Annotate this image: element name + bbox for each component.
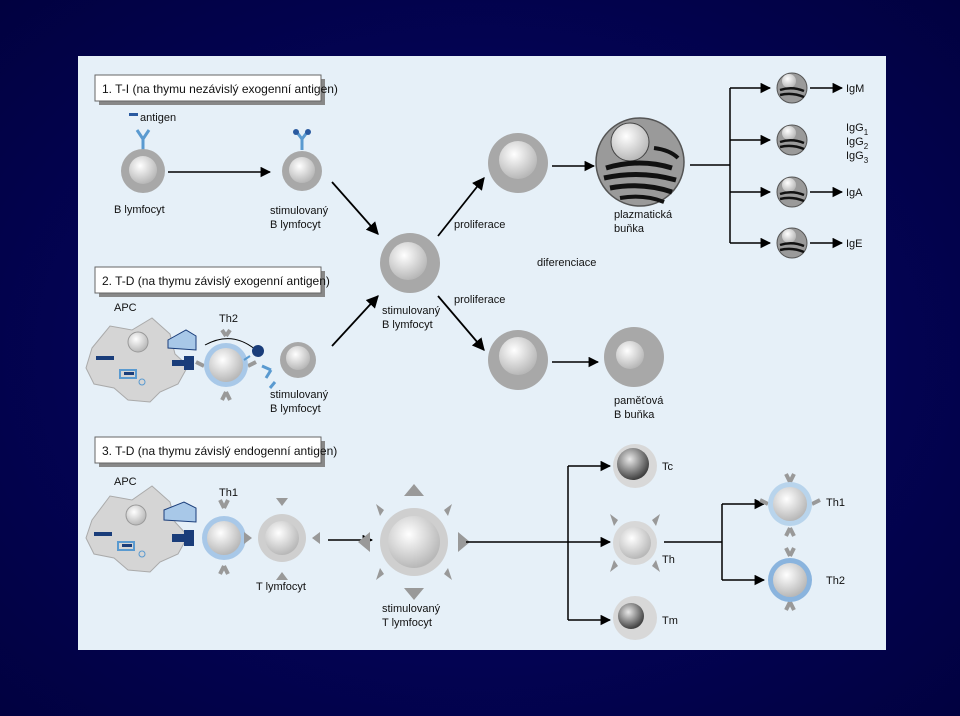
apc-cell-2	[85, 317, 197, 403]
iga-label: IgA	[846, 187, 863, 199]
th-label: Th	[662, 554, 675, 566]
igm-label: IgM	[846, 83, 864, 95]
igg1-label: IgG1	[846, 122, 869, 137]
small-plasma-cell-iga	[776, 176, 808, 208]
stimulated-b-1-line2: B lymfocyt	[270, 219, 321, 231]
th1-label-left: Th1	[219, 487, 238, 499]
antigen-marker	[129, 113, 138, 116]
th2-cell	[195, 328, 264, 401]
apc-cell-3	[85, 485, 197, 573]
stimulated-b-1-line1: stimulovaný	[270, 205, 329, 217]
b-lymphocyte-label: B lymfocyt	[114, 204, 165, 216]
arrow-proliferation-top	[437, 177, 485, 237]
proliferation-bottom-label: proliferace	[454, 294, 505, 306]
antigen-label: antigen	[140, 112, 176, 124]
small-plasma-cell-igg	[776, 124, 808, 156]
tc-cell	[613, 444, 657, 488]
small-plasma-cell-igm	[776, 72, 808, 104]
proliferation-top-label: proliferace	[454, 219, 505, 231]
center-stimulated-line1: stimulovaný	[382, 305, 441, 317]
arrow-to-center-top	[331, 181, 379, 235]
tc-label: Tc	[662, 461, 674, 473]
section2-title-box: 2. T-D (na thymu závislý exogenní antige…	[94, 266, 330, 297]
th1-cell-left	[202, 499, 246, 575]
apc-label-2: APC	[114, 302, 137, 314]
memory-line1: paměťová	[614, 395, 664, 407]
t-lymphocyte-label: T lymfocyt	[256, 581, 306, 593]
stimulated-t-line2: T lymfocyt	[382, 617, 432, 629]
th1-label-right: Th1	[826, 497, 845, 509]
t-lymphocyte-cell	[244, 498, 320, 580]
igg3-label: IgG3	[846, 150, 869, 165]
section2-title: 2. T-D (na thymu závislý exogenní antige…	[102, 274, 330, 288]
tm-cell	[613, 596, 657, 640]
b-lymphocyte-cell	[121, 129, 165, 193]
th2-label: Th2	[219, 313, 238, 325]
th2-label-right: Th2	[826, 575, 845, 587]
stimulated-t-line1: stimulovaný	[382, 603, 441, 615]
center-stimulated-line2: B lymfocyt	[382, 319, 433, 331]
arrow-to-center-bottom	[331, 295, 379, 347]
proliferated-b-cell-top	[488, 133, 548, 193]
ige-label: IgE	[846, 238, 863, 250]
stimulated-t-cell	[358, 484, 470, 600]
igg2-label: IgG2	[846, 136, 869, 151]
stimulated-b-2-line1: stimulovaný	[270, 389, 329, 401]
memory-line2: B buňka	[614, 409, 655, 421]
section1-title-box: 1. T-I (na thymu nezávislý exogenní anti…	[94, 74, 338, 105]
tm-label: Tm	[662, 615, 678, 627]
stimulated-b-cell-1	[282, 129, 322, 191]
differentiation-label: diferenciace	[537, 257, 596, 269]
section3-title: 3. T-D (na thymu závislý endogenní antig…	[102, 444, 337, 458]
plasma-line2: buňka	[614, 223, 645, 235]
arrow-proliferation-bottom	[437, 295, 485, 351]
th-cell	[610, 514, 660, 572]
small-plasma-cell-ige	[776, 227, 808, 259]
stimulated-b-2-line2: B lymfocyt	[270, 403, 321, 415]
plasma-cell	[595, 117, 685, 207]
plasma-line1: plazmatická	[614, 209, 673, 221]
th1-cell-right	[759, 473, 821, 537]
section3-title-box: 3. T-D (na thymu závislý endogenní antig…	[94, 436, 337, 467]
stimulated-b-cell-2	[261, 342, 316, 389]
section1-title: 1. T-I (na thymu nezávislý exogenní anti…	[102, 82, 338, 96]
apc-label-3: APC	[114, 476, 137, 488]
proliferated-b-cell-bottom	[488, 330, 548, 390]
memory-b-cell	[604, 327, 664, 387]
th2-cell-right	[768, 547, 812, 611]
diagram-panel	[78, 56, 886, 650]
center-stimulated-b-cell	[380, 233, 440, 293]
